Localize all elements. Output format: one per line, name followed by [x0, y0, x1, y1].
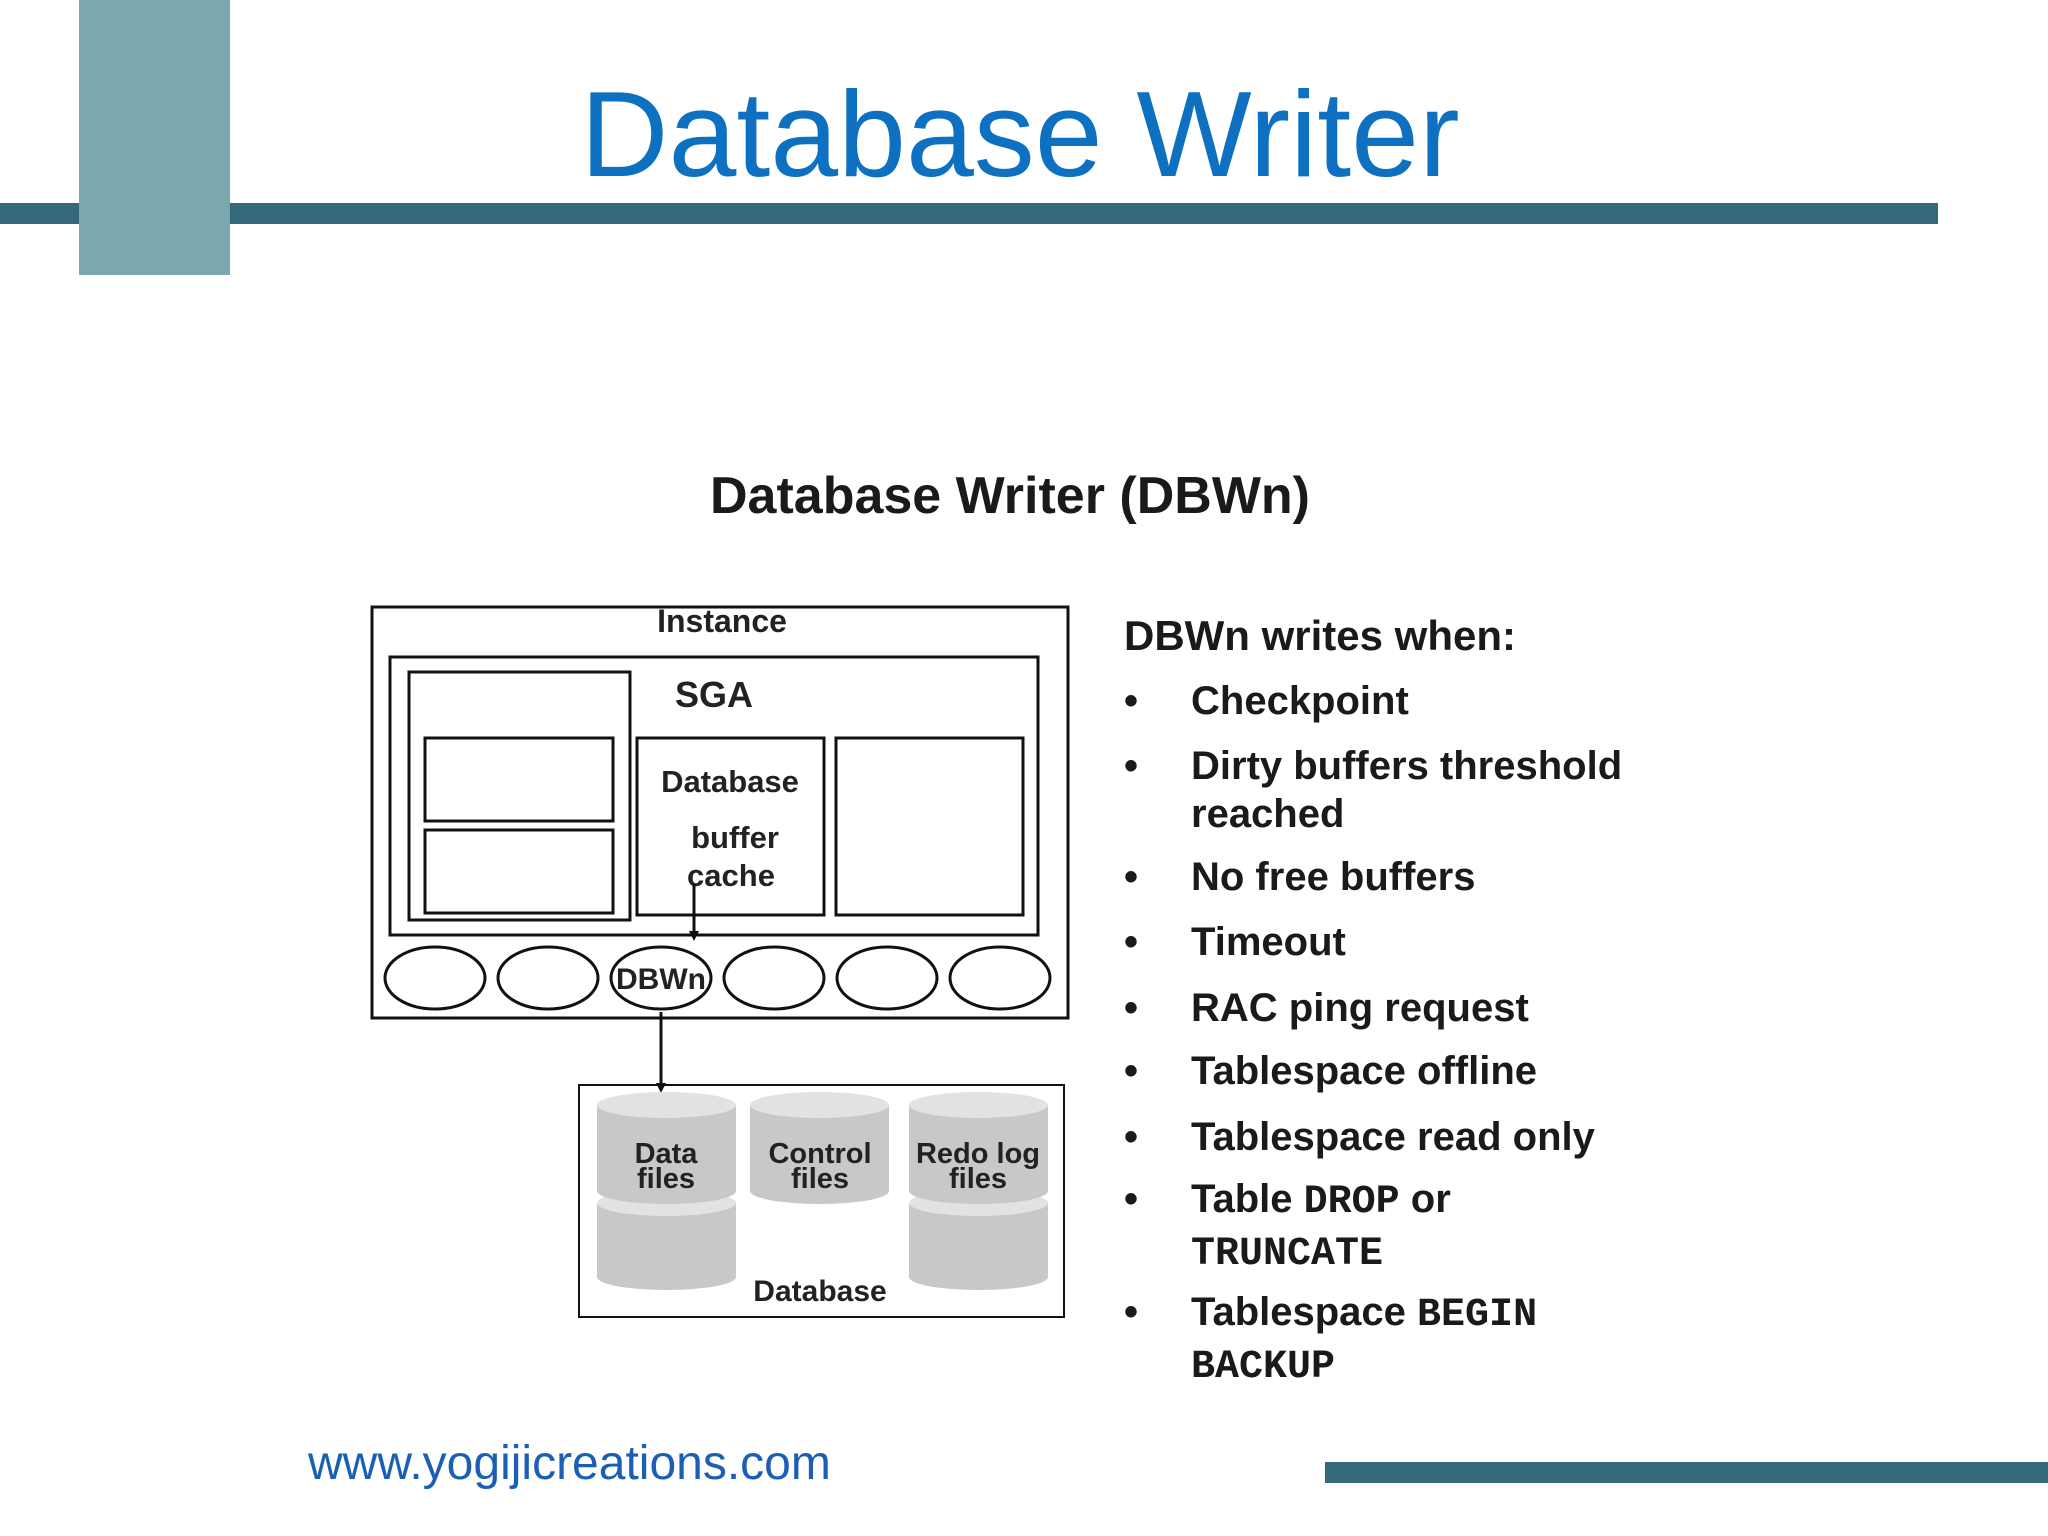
process-ellipse: [383, 945, 487, 1011]
instance-box: [370, 605, 1070, 1020]
trigger-text: RAC ping request: [1191, 986, 1529, 1030]
decor-bar-bottom: [1325, 1462, 2048, 1483]
triggers-heading: DBWn writes when:: [1124, 612, 1517, 659]
sga-label: SGA: [675, 674, 753, 715]
bullet: •: [1124, 855, 1139, 899]
buffer-cache-label-3: cache: [687, 858, 775, 893]
bullet: •: [1124, 920, 1139, 964]
buffer-cache-label-2: buffer: [691, 820, 779, 855]
process-ellipse: [948, 945, 1052, 1011]
controlfiles-cylinder: [750, 1092, 889, 1204]
database-box: [578, 1084, 1065, 1318]
sql-keyword: BEGIN: [1417, 1293, 1538, 1338]
bullet: •: [1124, 744, 1139, 788]
bullet: •: [1124, 1177, 1139, 1221]
trigger-text: Table: [1191, 1177, 1304, 1221]
buffer-cache-box: [635, 736, 826, 917]
redologfiles-cylinder: [909, 1092, 1048, 1290]
file-label-data-2: files: [637, 1163, 695, 1195]
slide-title: Database Writer: [580, 66, 1460, 202]
instance-label: Instance: [657, 603, 787, 639]
trigger-text: No free buffers: [1191, 855, 1476, 899]
sga-box: [388, 655, 1040, 937]
process-ellipse: [835, 945, 939, 1011]
sql-keyword: BACKUP: [1191, 1345, 1336, 1390]
sga-right-box: [834, 736, 1025, 917]
file-label-redo-1: Redo log: [916, 1138, 1040, 1170]
trigger-text: Tablespace offline: [1191, 1049, 1538, 1093]
diagram-title: Database Writer (DBWn): [709, 467, 1310, 525]
sga-left-bottom-box: [423, 828, 615, 915]
decor-square: [79, 0, 230, 275]
decor-bar-left: [0, 203, 79, 224]
decor-bar-top: [230, 203, 1938, 224]
trigger-text: Tablespace read only: [1191, 1115, 1595, 1159]
sql-keyword: DROP: [1303, 1180, 1400, 1225]
process-ellipse: [722, 945, 826, 1011]
process-ellipse: [496, 945, 600, 1011]
datafiles-cylinder: [597, 1092, 736, 1290]
buffer-cache-label-1: Database: [661, 764, 799, 799]
bullet: •: [1124, 1115, 1139, 1159]
sga-left-area: [407, 670, 632, 922]
bullet: •: [1124, 1049, 1139, 1093]
trigger-text: Tablespace: [1191, 1290, 1418, 1334]
dbwn-process-label: DBWn: [616, 963, 706, 996]
sql-keyword: TRUNCATE: [1191, 1232, 1384, 1277]
trigger-text: Dirty buffers threshold: [1191, 744, 1623, 788]
bullet: •: [1124, 679, 1139, 723]
trigger-text: or: [1399, 1177, 1451, 1221]
file-label-data-1: Data: [635, 1138, 699, 1170]
bullet: •: [1124, 1290, 1139, 1334]
file-label-control-2: files: [791, 1163, 849, 1195]
file-label-control-1: Control: [768, 1138, 871, 1170]
dbwn-process: [609, 945, 713, 1011]
footer-url: www.yogijicreations.com: [308, 1437, 831, 1490]
trigger-text: Timeout: [1191, 920, 1346, 964]
trigger-text-cont: reached: [1191, 792, 1345, 836]
database-label: Database: [753, 1275, 886, 1308]
sga-left-top-box: [423, 736, 615, 823]
bullet: •: [1124, 986, 1139, 1030]
trigger-text: Checkpoint: [1191, 679, 1409, 723]
file-label-redo-2: files: [949, 1163, 1007, 1195]
